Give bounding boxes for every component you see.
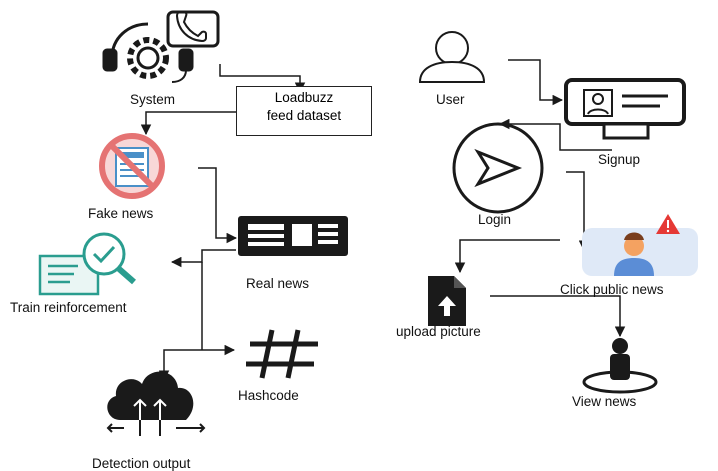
click-public-news-icon <box>582 214 698 276</box>
real-news-icon <box>238 216 348 256</box>
view-news-label: View news <box>572 394 637 409</box>
connector-dataset-fakenews <box>140 111 236 136</box>
upload-picture-label: upload picture <box>396 324 481 339</box>
upload-picture-icon <box>428 276 466 326</box>
detection-output-label: Detection output <box>92 456 191 471</box>
login-label: Login <box>478 212 512 227</box>
dataset-label-line1: Loadbuzz <box>274 90 334 105</box>
detection-output-icon <box>106 371 206 436</box>
connectors <box>140 59 626 382</box>
connector-fakenews-realnews <box>198 167 238 244</box>
dataset-box: Loadbuzz feed dataset <box>236 86 372 136</box>
connector-hashcode-detection <box>158 349 202 382</box>
hashcode-label: Hashcode <box>238 388 299 403</box>
signup-label: Signup <box>598 152 641 167</box>
connector-signup-login <box>498 118 612 151</box>
connector-realnews-train <box>170 249 236 268</box>
view-news-icon <box>582 338 658 394</box>
connector-user-signup <box>508 59 564 106</box>
connector-login-upload <box>454 239 560 274</box>
fake-news-label: Fake news <box>88 206 154 221</box>
click-public-news-label: Click public news <box>560 282 664 297</box>
user-label: User <box>436 92 465 107</box>
connector-login-publicnews <box>566 171 590 252</box>
system-label: System <box>130 92 176 107</box>
hashcode-icon <box>246 329 318 379</box>
real-news-label: Real news <box>246 276 310 291</box>
connector-upload-viewnews <box>490 295 626 338</box>
dataset-label-line2: feed dataset <box>266 108 342 123</box>
system-icon <box>102 10 220 83</box>
connector-system-dataset <box>219 64 306 94</box>
login-icon <box>452 122 544 214</box>
signup-icon <box>564 78 686 140</box>
user-icon <box>418 31 486 83</box>
train-reinforcement-label: Train reinforcement <box>10 300 127 315</box>
fake-news-icon <box>99 133 165 199</box>
train-reinforcement-icon <box>38 232 136 296</box>
